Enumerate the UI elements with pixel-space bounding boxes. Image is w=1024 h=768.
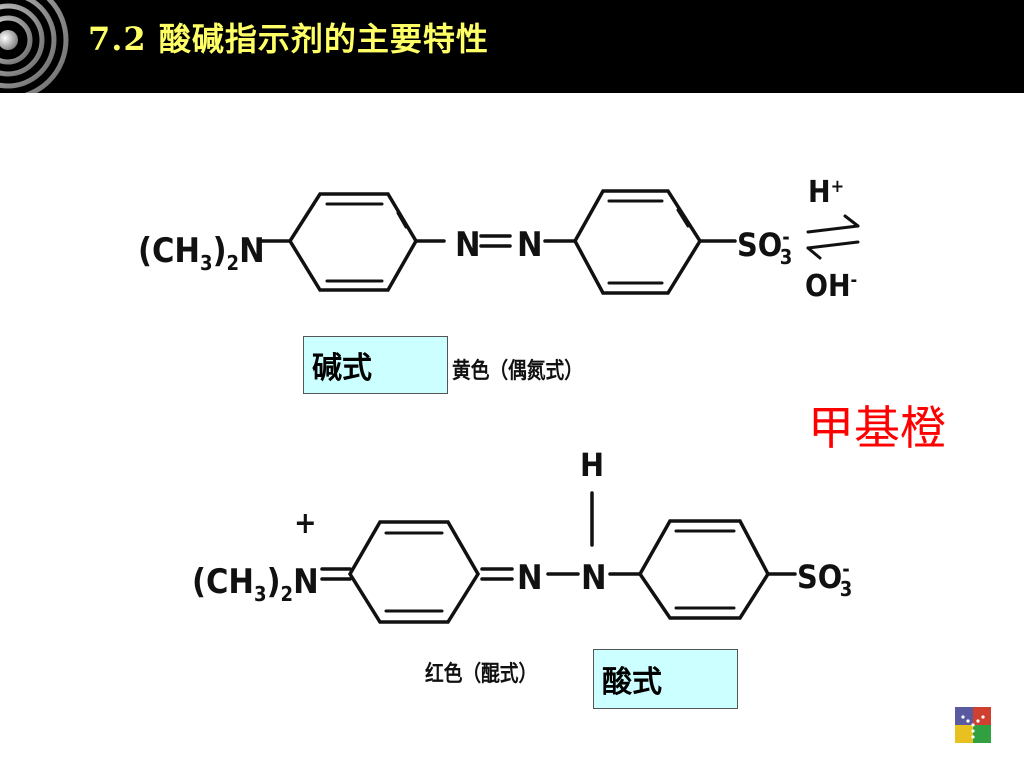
top-azo-n-right: N bbox=[517, 225, 543, 265]
basic-form-text: 碱式 bbox=[312, 351, 372, 386]
bottom-hydrazo-n-left: N bbox=[517, 558, 543, 598]
yellow-azo-caption: 黄色（偶氮式） bbox=[452, 359, 583, 384]
acid-form-text: 酸式 bbox=[602, 665, 662, 700]
acid-reagent-label: H+ bbox=[808, 175, 844, 210]
base-reagent-label: OH- bbox=[805, 269, 857, 304]
basic-form-label: 碱式 bbox=[303, 336, 448, 394]
bottom-sulfonate: SO-3 bbox=[797, 557, 852, 601]
top-azo-n-left: N bbox=[455, 225, 481, 265]
slide-title: 7.2 酸碱指示剂的主要特性 bbox=[88, 20, 489, 58]
red-quinoid-caption: 红色（醌式） bbox=[425, 662, 538, 687]
bottom-hydrogen: H bbox=[580, 446, 604, 484]
bottom-charge: + bbox=[294, 506, 317, 541]
acid-form-label: 酸式 bbox=[593, 649, 738, 709]
top-sulfonate: SO-3 bbox=[737, 225, 792, 269]
top-amine-group: (CH3)2N bbox=[138, 231, 265, 275]
bottom-amine-group: (CH3)2N bbox=[192, 562, 319, 606]
navigation-icon[interactable] bbox=[955, 707, 991, 743]
bottom-hydrazo-n-right: N bbox=[581, 558, 607, 598]
compound-name: 甲基橙 bbox=[808, 401, 946, 455]
concentric-circles-logo bbox=[0, 0, 69, 93]
title-bar: 7.2 酸碱指示剂的主要特性 bbox=[0, 0, 1024, 93]
